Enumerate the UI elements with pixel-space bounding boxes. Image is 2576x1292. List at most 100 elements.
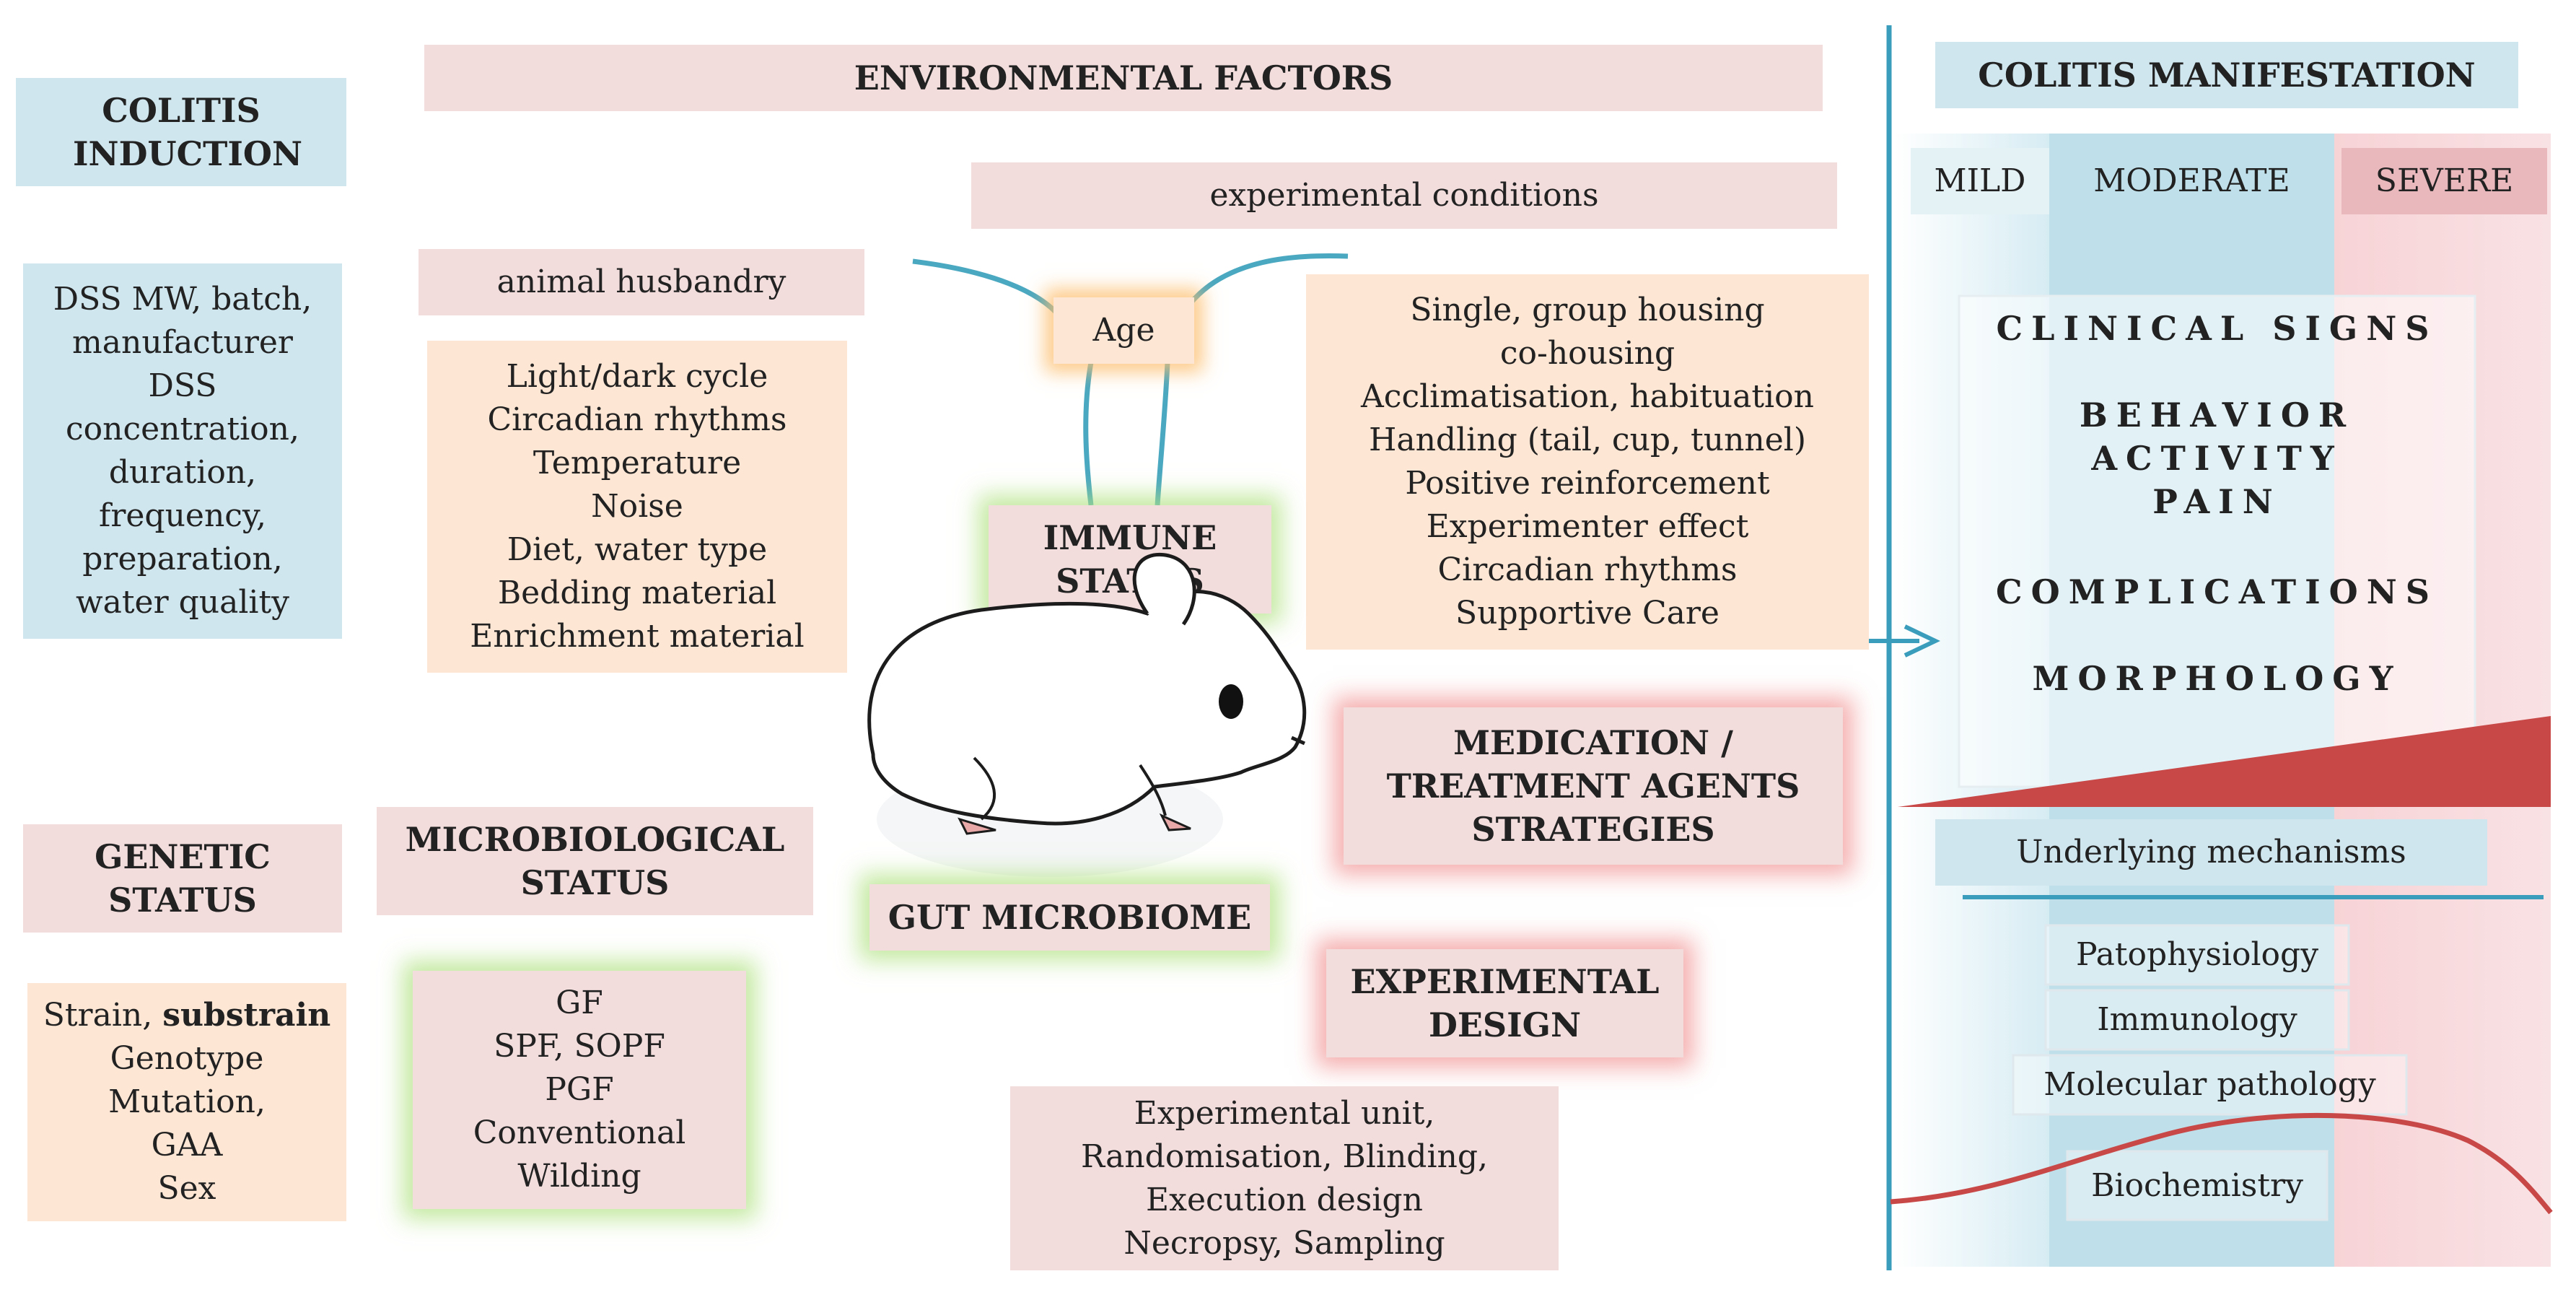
microbiological-status-line1: MICROBIOLOGICAL: [405, 820, 785, 859]
genetic-item: GAA: [151, 1127, 223, 1164]
sign-complications-text: COMPLICATIONS: [1996, 572, 2438, 611]
level-mild: MILD: [1911, 148, 2049, 214]
colitis-induction-list: DSS MW, batch, manufacturer DSS concentr…: [23, 263, 342, 639]
age-line-right: [1188, 253, 1349, 305]
mechanism-molecular-text: Molecular pathology: [2043, 1066, 2376, 1103]
husbandry-item: Bedding material: [497, 575, 777, 611]
sign-pain-text: PAIN: [2152, 482, 2282, 521]
experimental-design-line2: DESIGN: [1428, 1005, 1582, 1044]
sign-morphology: MORPHOLOGY: [1959, 653, 2475, 704]
experimental-design-line1: EXPERIMENTAL: [1350, 962, 1660, 1001]
genetic-status-list: Strain, substrain Genotype Mutation, GAA…: [27, 983, 346, 1221]
strain-text: Strain,: [43, 997, 163, 1034]
severity-wedge: [1898, 716, 2551, 807]
gut-microbiome-text: GUT MICROBIOME: [888, 898, 1252, 937]
experimental-design-list: Experimental unit, Randomisation, Blindi…: [1010, 1086, 1559, 1270]
design-item: Execution design: [1146, 1181, 1423, 1218]
mech-frame-1: [2044, 924, 2350, 986]
arrow-head: [1903, 624, 1940, 658]
mech-frame-3: [2012, 1054, 2408, 1116]
design-item: Randomisation, Blinding,: [1080, 1138, 1489, 1175]
induction-item: manufacturer: [72, 324, 293, 361]
induction-item: concentration,: [65, 411, 299, 448]
medication-line2: TREATMENT AGENTS: [1386, 767, 1800, 806]
husbandry-item: Enrichment material: [470, 618, 805, 655]
sign-morphology-text: MORPHOLOGY: [2032, 659, 2402, 698]
design-item: Necropsy, Sampling: [1123, 1224, 1445, 1262]
induction-item: preparation,: [82, 541, 283, 577]
environmental-factors-text: ENVIRONMENTAL FACTORS: [854, 58, 1393, 97]
genetic-item: Mutation,: [108, 1083, 266, 1120]
colitis-manifestation-title: COLITIS MANIFESTATION: [1935, 42, 2518, 108]
colitis-induction-title-text: COLITIS INDUCTION: [73, 91, 303, 173]
sign-clinical-text: CLINICAL SIGNS: [1996, 309, 2438, 348]
condition-item: Positive reinforcement: [1405, 465, 1770, 502]
experimental-conditions-text: experimental conditions: [1209, 177, 1599, 214]
medication-line1: MEDICATION /: [1453, 723, 1733, 762]
level-moderate: MODERATE: [2056, 148, 2327, 214]
gut-microbiome-box: GUT MICROBIOME: [869, 884, 1270, 951]
mechanism-biochemistry-text: Biochemistry: [2091, 1166, 2303, 1204]
experimental-conditions-list: Single, group housing co-housing Acclima…: [1306, 274, 1869, 650]
colitis-manifestation-text: COLITIS MANIFESTATION: [1978, 56, 2476, 95]
mechanism-biochemistry: Biochemistry: [2067, 1151, 2327, 1220]
microbio-item: PGF: [545, 1071, 614, 1108]
age-box: Age: [1053, 297, 1194, 364]
animal-husbandry-list: Light/dark cycle Circadian rhythms Tempe…: [427, 341, 847, 673]
mechanism-molecular: Molecular pathology: [2013, 1055, 2406, 1114]
microbiological-status-line2: STATUS: [520, 863, 670, 902]
genetic-item: Sex: [157, 1170, 216, 1207]
genetic-status-line2: STATUS: [108, 881, 257, 920]
medication-line3: STRATEGIES: [1471, 810, 1715, 849]
condition-item: Experimenter effect: [1426, 508, 1749, 545]
condition-item: Supportive Care: [1455, 595, 1719, 632]
induction-item: frequency,: [99, 497, 266, 534]
sign-clinical: CLINICAL SIGNS: [1959, 303, 2475, 354]
microbiological-status-box: MICROBIOLOGICAL STATUS: [377, 807, 813, 915]
animal-husbandry-title: animal husbandry: [419, 249, 864, 315]
sign-activity: ACTIVITY: [1959, 437, 2475, 480]
age-text: Age: [1092, 312, 1155, 349]
age-stem-right: [1155, 362, 1170, 506]
level-severe: SEVERE: [2341, 148, 2547, 214]
husbandry-item: Noise: [591, 488, 683, 525]
genetic-status-line1: GENETIC: [95, 837, 271, 876]
experimental-conditions-title: experimental conditions: [971, 162, 1837, 229]
age-stem-left: [1083, 362, 1094, 506]
immune-status-line1: IMMUNE: [1043, 518, 1217, 557]
sign-pain: PAIN: [1959, 480, 2475, 523]
mechanism-immunology: Immunology: [2046, 990, 2349, 1049]
immune-status-line2: STATUS: [1056, 562, 1204, 601]
mech-frame-2: [2044, 989, 2350, 1051]
mechanism-patophysiology: Patophysiology: [2046, 925, 2349, 985]
microbiological-status-list: GF SPF, SOPF PGF Conventional Wilding: [413, 971, 746, 1209]
experimental-design-box: EXPERIMENTAL DESIGN: [1326, 949, 1683, 1057]
induction-item: water quality: [75, 584, 290, 621]
substrain-text: substrain: [162, 997, 331, 1034]
induction-item: DSS MW, batch,: [53, 281, 312, 318]
colitis-induction-title: COLITIS INDUCTION: [16, 78, 346, 186]
level-severe-text: SEVERE: [2375, 162, 2514, 199]
microbio-item: Conventional: [473, 1114, 686, 1151]
condition-item: Single, group housing: [1410, 292, 1765, 328]
microbio-item: GF: [556, 985, 603, 1021]
sign-behavior-text: BEHAVIOR: [2079, 396, 2355, 435]
level-moderate-text: MODERATE: [2093, 162, 2290, 199]
genetic-item: Genotype: [110, 1040, 264, 1077]
mech-frame-4: [2066, 1150, 2329, 1221]
condition-item: Circadian rhythms: [1437, 551, 1738, 588]
sign-behavior: BEHAVIOR: [1959, 393, 2475, 437]
induction-item: duration,: [108, 454, 257, 491]
induction-item: DSS: [148, 367, 217, 404]
husbandry-item: Diet, water type: [507, 531, 768, 568]
microbio-item: SPF, SOPF: [494, 1028, 665, 1065]
age-line-left: [912, 258, 1063, 320]
sign-complications: COMPLICATIONS: [1959, 567, 2475, 617]
mechanism-immunology-text: Immunology: [2097, 1001, 2297, 1038]
genetic-status-box: GENETIC STATUS: [23, 824, 342, 933]
environmental-factors-title: ENVIRONMENTAL FACTORS: [424, 45, 1823, 111]
medication-box: MEDICATION / TREATMENT AGENTS STRATEGIES: [1344, 707, 1843, 865]
condition-item: co-housing: [1499, 335, 1675, 372]
husbandry-item: Temperature: [533, 445, 742, 481]
